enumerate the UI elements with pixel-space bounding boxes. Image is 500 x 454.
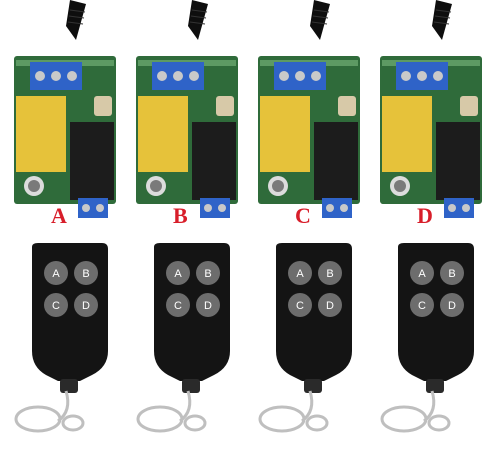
- remote-button-label: B: [204, 268, 211, 280]
- remote-button-label: D: [448, 300, 456, 312]
- remote-drawing: A B C D: [14, 243, 108, 433]
- remote-drawing: A B C D: [380, 243, 474, 433]
- remote-button-label: C: [52, 300, 60, 312]
- remote-button-label: C: [174, 300, 182, 312]
- terminal-block-bottom: [78, 198, 108, 218]
- remote-body: [398, 243, 474, 381]
- remote-button-a: [44, 261, 68, 285]
- remote-control-3: A B C D: [252, 243, 364, 449]
- remote-button-b: [318, 261, 342, 285]
- receiver-module-a: A: [8, 0, 120, 230]
- remote-body: [276, 243, 352, 381]
- remote-button-c: [288, 293, 312, 317]
- remote-control-1: A B C D: [8, 243, 120, 449]
- terminal-block-bottom: [322, 198, 352, 218]
- remote-drawing: A B C D: [136, 243, 230, 433]
- remote-button-a: [288, 261, 312, 285]
- relay: [436, 122, 480, 200]
- remote-button-label: A: [296, 268, 304, 280]
- receiver-board-d: [380, 0, 482, 218]
- keyring: [14, 405, 62, 433]
- remote-control-2: A B C D: [130, 243, 242, 449]
- receiver-module-c: C: [252, 0, 364, 230]
- remote-button-d: [196, 293, 220, 317]
- remote-button-d: [74, 293, 98, 317]
- remote-button-b: [74, 261, 98, 285]
- remote-button-d: [440, 293, 464, 317]
- remote-button-label: C: [418, 300, 426, 312]
- remote-body: [154, 243, 230, 381]
- remote-body: [32, 243, 108, 381]
- remote-button-c: [166, 293, 190, 317]
- receiver-label: A: [51, 203, 67, 228]
- capacitor: [16, 96, 66, 172]
- receiver-label: C: [295, 203, 311, 228]
- capacitor: [138, 96, 188, 172]
- remote-button-label: C: [296, 300, 304, 312]
- remote-button-label: D: [82, 300, 90, 312]
- receiver-label: B: [173, 203, 188, 228]
- remote-button-label: D: [204, 300, 212, 312]
- relay: [70, 122, 114, 200]
- remote-button-b: [440, 261, 464, 285]
- remote-drawing: A B C D: [258, 243, 352, 433]
- receiver-board-a: [14, 0, 116, 218]
- remote-control-4: A B C D: [374, 243, 486, 449]
- terminal-block-bottom: [444, 198, 474, 218]
- remote-button-d: [318, 293, 342, 317]
- remote-button-a: [410, 261, 434, 285]
- remote-button-b: [196, 261, 220, 285]
- relay: [192, 122, 236, 200]
- remote-button-label: B: [448, 268, 455, 280]
- remote-button-c: [44, 293, 68, 317]
- keyring: [258, 405, 306, 433]
- keyring: [380, 405, 428, 433]
- remote-button-label: A: [174, 268, 182, 280]
- remote-button-label: A: [52, 268, 60, 280]
- terminal-block-bottom: [200, 198, 230, 218]
- receiver-module-d: D: [374, 0, 486, 230]
- remote-button-label: A: [418, 268, 426, 280]
- remote-button-label: D: [326, 300, 334, 312]
- remote-button-label: B: [82, 268, 89, 280]
- remote-button-c: [410, 293, 434, 317]
- keyring: [136, 405, 184, 433]
- receiver-board-c: [258, 0, 360, 218]
- capacitor: [382, 96, 432, 172]
- relay: [314, 122, 358, 200]
- receiver-module-b: B: [130, 0, 242, 230]
- receiver-label: D: [417, 203, 433, 228]
- receiver-board-b: [136, 0, 238, 218]
- capacitor: [260, 96, 310, 172]
- remote-button-a: [166, 261, 190, 285]
- remote-button-label: B: [326, 268, 333, 280]
